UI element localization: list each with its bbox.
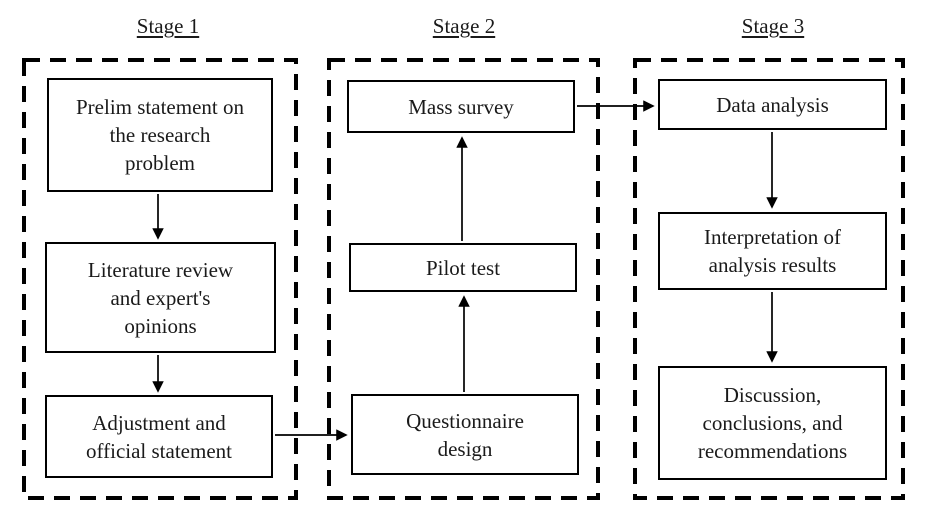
stage1-boundary — [22, 58, 298, 500]
stage2-title: Stage 2 — [432, 14, 496, 38]
node-prelim-statement: Prelim statement on the research problem — [47, 78, 273, 192]
node-data-analysis: Data analysis — [658, 79, 887, 130]
node-discussion-conclusions: Discussion, conclusions, and recommendat… — [658, 366, 887, 480]
node-literature-review: Literature review and expert's opinions — [45, 242, 276, 353]
stage3-boundary — [633, 58, 905, 500]
node-adjustment-statement: Adjustment and official statement — [45, 395, 273, 478]
stage2-boundary — [327, 58, 600, 500]
node-questionnaire-design: Questionnaire design — [351, 394, 579, 475]
stage1-title: Stage 1 — [136, 14, 200, 38]
node-mass-survey: Mass survey — [347, 80, 575, 133]
node-interpretation-results: Interpretation of analysis results — [658, 212, 887, 290]
node-pilot-test: Pilot test — [349, 243, 577, 292]
stage3-title: Stage 3 — [741, 14, 805, 38]
